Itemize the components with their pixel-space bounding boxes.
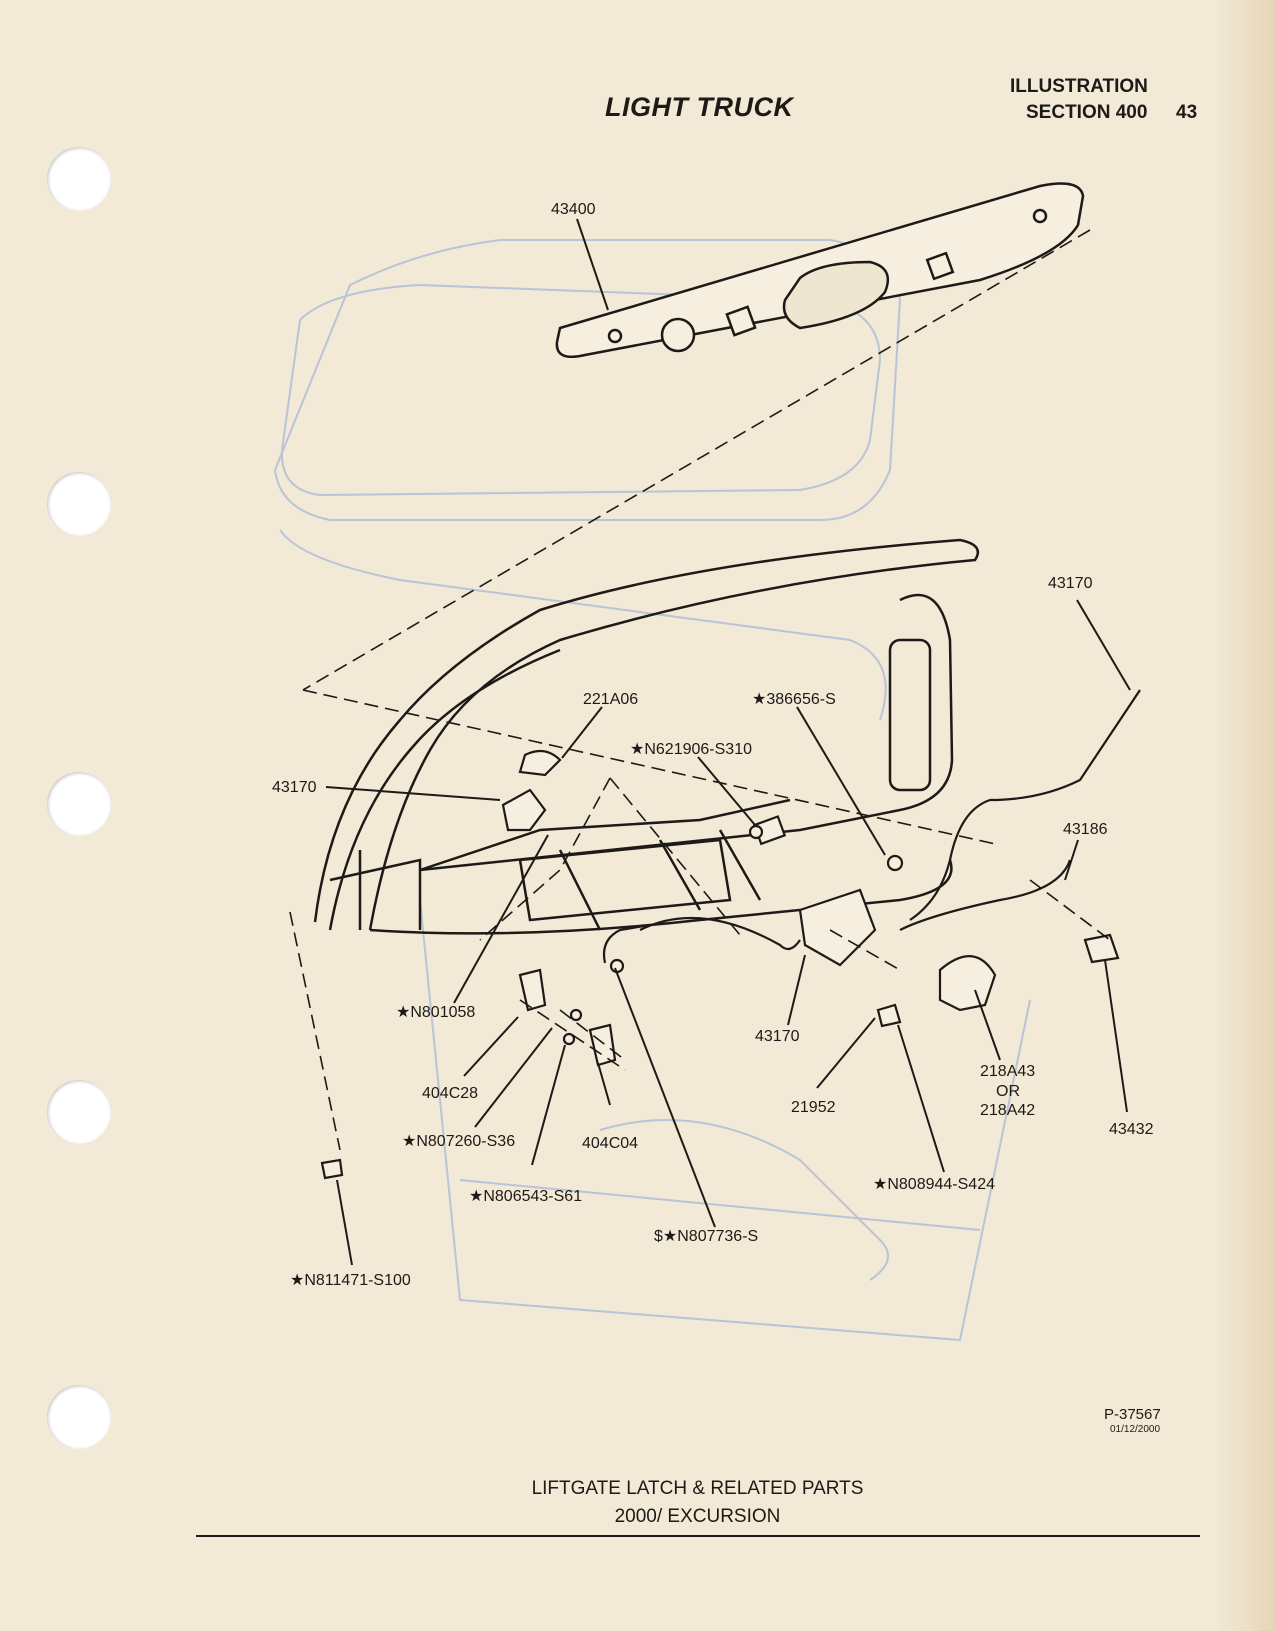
label-21952: 21952: [791, 1099, 836, 1116]
part-labels: 43400 43170 221A06 ★386656-S ★N621906-S3…: [272, 201, 1154, 1289]
label-386656-s: ★386656-S: [752, 691, 836, 708]
binder-hole: [47, 147, 111, 211]
label-43400: 43400: [551, 201, 596, 218]
label-n621906-s310: ★N621906-S310: [630, 741, 752, 758]
figure-date: 01/12/2000: [1110, 1424, 1161, 1435]
callout-arrows: [325, 218, 1131, 1266]
ghost-bleedthrough: [273, 239, 1031, 1342]
label-n806543-s61: ★N806543-S61: [469, 1188, 582, 1205]
label-n801058: ★N801058: [396, 1004, 475, 1021]
label-43186: 43186: [1063, 821, 1108, 838]
page-edge-shading: [1215, 0, 1275, 1631]
section-label: SECTION 400: [1026, 102, 1148, 123]
caption-title: LIFTGATE LATCH & RELATED PARTS: [531, 1478, 864, 1499]
label-n808944-s424: ★N808944-S424: [873, 1176, 995, 1193]
label-43432: 43432: [1109, 1121, 1154, 1138]
latch-hardware: [320, 749, 1120, 1180]
binder-hole: [47, 1080, 111, 1144]
label-or: OR: [996, 1083, 1020, 1100]
binder-hole: [47, 772, 111, 836]
page-number: 43: [1176, 102, 1198, 123]
caption-model: 2000/ EXCURSION: [614, 1506, 781, 1527]
footer-rule: [196, 1535, 1200, 1537]
label-218a43: 218A43: [980, 1063, 1035, 1080]
figure-id: P-37567: [1104, 1406, 1161, 1423]
label-218a42: 218A42: [980, 1102, 1035, 1119]
label-n807736-s: $★N807736-S: [654, 1228, 758, 1245]
binder-hole: [47, 472, 111, 536]
label-n811471-s100: ★N811471-S100: [290, 1272, 411, 1289]
binder-hole: [47, 1385, 111, 1449]
cable-runs: [602, 689, 1141, 964]
liftgate-frame: [313, 538, 980, 935]
page-title: LIGHT TRUCK: [605, 92, 794, 122]
label-43170-left: 43170: [272, 779, 317, 796]
label-43170-top: 43170: [1048, 575, 1093, 592]
trim-panel-43400: [555, 182, 1085, 359]
label-43170-mid: 43170: [755, 1028, 800, 1045]
label-404c28: 404C28: [422, 1085, 478, 1102]
illustration-label: ILLUSTRATION: [1010, 76, 1148, 97]
label-n807260-s36: ★N807260-S36: [402, 1133, 515, 1150]
label-404c04: 404C04: [582, 1135, 638, 1152]
leader-dashes: [289, 229, 1111, 1151]
label-221a06: 221A06: [583, 691, 638, 708]
